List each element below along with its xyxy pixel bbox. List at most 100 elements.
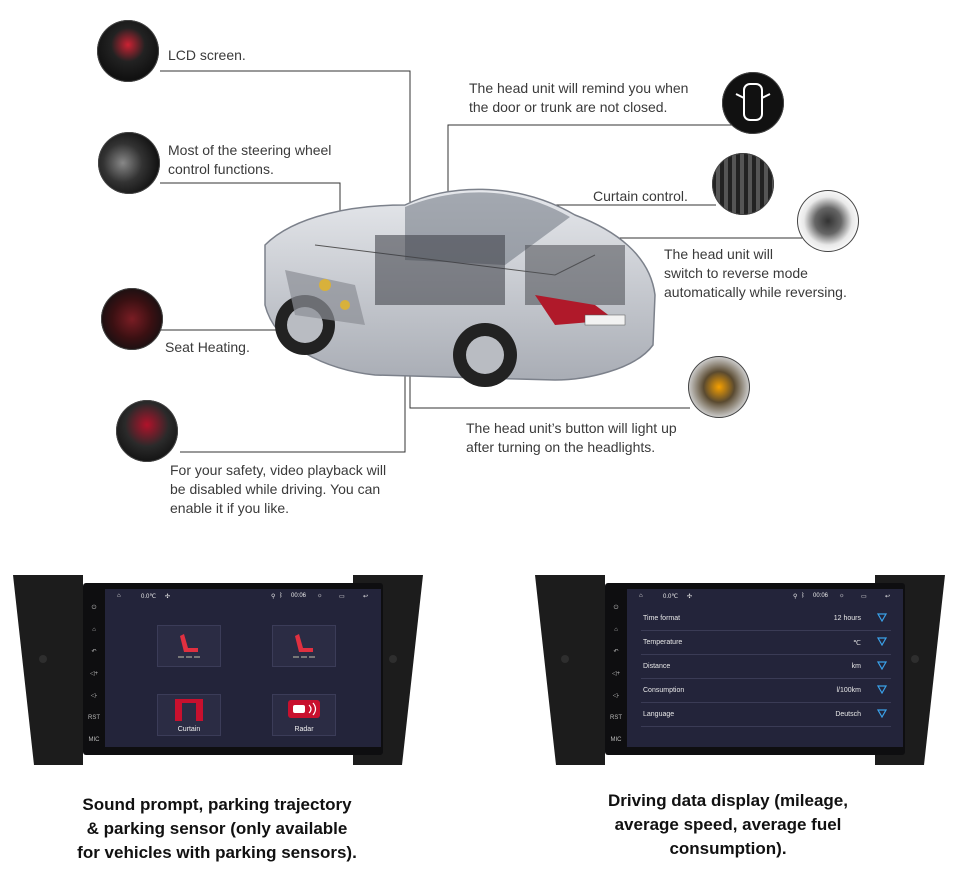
- callout-door-trunk: The head unit will remind you when the d…: [469, 79, 688, 117]
- callout-reverse: The head unit will switch to reverse mod…: [664, 245, 847, 302]
- caption-line: consumption).: [669, 839, 787, 858]
- home-icon[interactable]: ⌂: [117, 593, 121, 599]
- callout-text: The head unit’s button will light up: [466, 420, 677, 436]
- caption-line: Driving data display (mileage,: [608, 791, 848, 810]
- door-trunk-thumbnail: [722, 72, 784, 134]
- screw: [911, 655, 919, 663]
- bezel: [13, 575, 83, 765]
- mic-label: MIC: [610, 737, 622, 743]
- callout-seat-heating: Seat Heating.: [165, 338, 250, 357]
- steering-wheel-thumbnail: [98, 132, 160, 194]
- setting-row-time-format[interactable]: Time format 12 hours: [641, 607, 891, 631]
- display: ⌂ 0.0℃ ✣ ⚲ ᛒ 00:06 ☼ ▭ ↩: [105, 589, 381, 747]
- home-key[interactable]: ⌂: [92, 627, 96, 633]
- display: ⌂ 0.0℃ ✣ ⚲ ᛒ 00:06 ☼ ▭ ↩ Time format 12 …: [627, 589, 903, 747]
- bluetooth-icon: ᛒ: [279, 593, 283, 599]
- home-key[interactable]: ⌂: [614, 627, 618, 633]
- clock: 00:06: [813, 593, 829, 599]
- volume-up-key[interactable]: ◁+: [89, 671, 99, 677]
- setting-value: km: [851, 663, 861, 670]
- seat-heating-icon: [178, 634, 200, 658]
- caption-line: Sound prompt, parking trajectory: [82, 795, 352, 814]
- dropdown-arrow-icon[interactable]: [877, 613, 887, 622]
- back-key[interactable]: ↶: [91, 649, 97, 655]
- dropdown-arrow-icon[interactable]: [877, 709, 887, 718]
- radar-tile[interactable]: Radar: [272, 694, 336, 736]
- reset-key[interactable]: RST: [88, 715, 100, 721]
- power-key[interactable]: ⏻: [91, 605, 97, 611]
- volume-up-key[interactable]: ◁+: [611, 671, 621, 677]
- callout-text: Seat Heating.: [165, 339, 250, 355]
- screen-frame: ⏻ ⌂ ↶ ◁+ ◁- RST MIC ⌂ 0.0℃ ✣ ⚲ ᛒ 00:06 ☼…: [605, 583, 905, 755]
- callout-text: after turning on the headlights.: [466, 439, 656, 455]
- callout-steering-wheel: Most of the steering wheel control funct…: [168, 141, 331, 179]
- curtain-tile[interactable]: Curtain: [157, 694, 221, 736]
- home-icon[interactable]: ⌂: [639, 593, 643, 599]
- setting-row-distance[interactable]: Distance km: [641, 655, 891, 679]
- radar-icon: [288, 700, 320, 718]
- dropdown-arrow-icon[interactable]: [877, 637, 887, 646]
- seat-heating-driver-tile[interactable]: [157, 625, 221, 667]
- setting-label: Distance: [643, 663, 671, 670]
- brightness-icon[interactable]: ☼: [317, 593, 323, 599]
- head-unit-left: ⏻ ⌂ ↶ ◁+ ◁- RST MIC ⌂ 0.0℃ ✣ ⚲ ᛒ 00:06 ☼…: [13, 575, 423, 765]
- reset-key[interactable]: RST: [610, 715, 622, 721]
- callout-text: the door or trunk are not closed.: [469, 99, 668, 115]
- callout-text: enable it if you like.: [170, 500, 290, 516]
- caption-line: average speed, average fuel: [614, 815, 842, 834]
- back-icon[interactable]: ↩: [363, 594, 369, 600]
- setting-row-consumption[interactable]: Consumption l/100km: [641, 679, 891, 703]
- callout-text: The head unit will: [664, 246, 773, 262]
- caption-line: for vehicles with parking sensors).: [77, 843, 357, 862]
- setting-value: ℃: [853, 640, 861, 647]
- volume-down-key[interactable]: ◁-: [90, 693, 98, 699]
- temperature-readout: 0.0℃: [141, 594, 157, 600]
- tile-label: Radar: [294, 726, 314, 733]
- location-icon: ⚲: [271, 594, 276, 600]
- seat-heating-thumbnail: [101, 288, 163, 350]
- caption-left: Sound prompt, parking trajectory & parki…: [22, 793, 412, 865]
- screen-frame: ⏻ ⌂ ↶ ◁+ ◁- RST MIC ⌂ 0.0℃ ✣ ⚲ ᛒ 00:06 ☼…: [83, 583, 383, 755]
- setting-label: Temperature: [643, 639, 683, 646]
- tile-label: Curtain: [177, 726, 201, 733]
- callout-lcd-screen: LCD screen.: [168, 46, 246, 65]
- setting-value: Deutsch: [835, 711, 861, 718]
- temperature-readout: 0.0℃: [663, 594, 679, 600]
- brightness-icon[interactable]: ☼: [839, 593, 845, 599]
- curtain-icon: [175, 699, 203, 721]
- screw: [561, 655, 569, 663]
- setting-label: Time format: [643, 615, 681, 622]
- callout-text: Most of the steering wheel: [168, 142, 332, 158]
- back-icon[interactable]: ↩: [885, 594, 891, 600]
- callout-text: For your safety, video playback will: [170, 462, 387, 478]
- callout-text: The head unit will remind you when: [469, 80, 689, 96]
- dropdown-arrow-icon[interactable]: [877, 661, 887, 670]
- setting-row-language[interactable]: Language Deutsch: [641, 703, 891, 727]
- status-bar: ⌂ 0.0℃ ✣ ⚲ ᛒ 00:06 ☼ ▭ ↩: [627, 589, 903, 605]
- setting-value: 12 hours: [833, 615, 861, 622]
- video-playback-thumbnail: [116, 400, 178, 462]
- power-key[interactable]: ⏻: [613, 605, 619, 611]
- side-keys: ⏻ ⌂ ↶ ◁+ ◁- RST MIC: [86, 597, 102, 751]
- lcd-screen-thumbnail: [97, 20, 159, 82]
- caption-right: Driving data display (mileage, average s…: [533, 789, 923, 861]
- callout-curtain: Curtain control.: [593, 187, 688, 206]
- clock: 00:06: [291, 593, 307, 599]
- side-keys: ⏻ ⌂ ↶ ◁+ ◁- RST MIC: [608, 597, 624, 751]
- volume-down-key[interactable]: ◁-: [612, 693, 620, 699]
- setting-row-temperature[interactable]: Temperature ℃: [641, 631, 891, 655]
- seat-heating-passenger-tile[interactable]: [272, 625, 336, 667]
- screw: [39, 655, 47, 663]
- recent-apps-icon[interactable]: ▭: [339, 594, 345, 600]
- back-key[interactable]: ↶: [613, 649, 619, 655]
- fan-icon: ✣: [687, 594, 693, 600]
- mic-label: MIC: [88, 737, 100, 743]
- callout-text: switch to reverse mode: [664, 265, 808, 281]
- callout-video-playback: For your safety, video playback will be …: [170, 461, 386, 518]
- seat-heating-icon: [293, 634, 315, 658]
- dropdown-arrow-icon[interactable]: [877, 685, 887, 694]
- recent-apps-icon[interactable]: ▭: [861, 594, 867, 600]
- setting-label: Language: [643, 711, 675, 718]
- callout-text: automatically while reversing.: [664, 284, 847, 300]
- caption-line: & parking sensor (only available: [86, 819, 348, 838]
